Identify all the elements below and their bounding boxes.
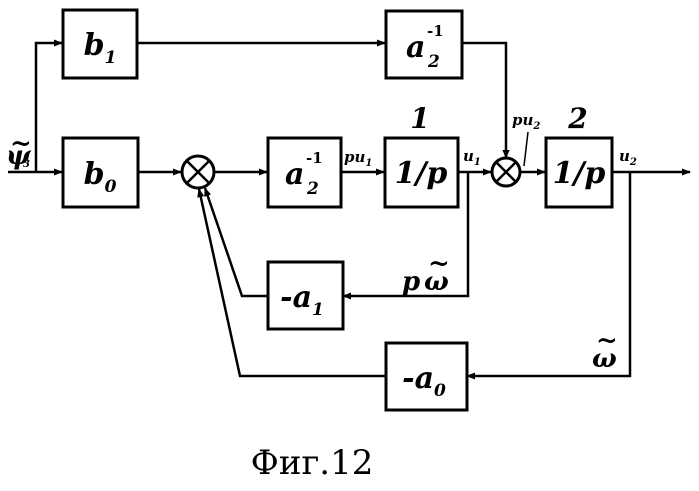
signal-omega: ~ ω — [592, 326, 618, 374]
wire-input-b1 — [36, 43, 62, 172]
signal-u1: u1 — [463, 147, 481, 168]
svg-text:ω: ω — [424, 267, 449, 297]
svg-text:a: a — [285, 157, 304, 192]
integrator-block-1: 1/p — [385, 138, 458, 207]
integrator-block-2: 1/p — [546, 138, 612, 207]
summing-junction-1 — [182, 156, 214, 188]
signal-pu2: pu2 — [512, 111, 540, 132]
block-neg-a0: -a0 — [386, 343, 467, 410]
pu2-pointer — [524, 132, 528, 166]
svg-text:2: 2 — [427, 52, 440, 72]
wires — [8, 43, 690, 376]
signal-p-omega: p ~ ω — [402, 249, 450, 297]
block-number-1: 1 — [410, 102, 429, 135]
wire-a1-sum1 — [205, 188, 268, 296]
svg-text:-1: -1 — [427, 22, 444, 40]
svg-text:3: 3 — [23, 159, 30, 170]
svg-text:1/p: 1/p — [553, 156, 606, 191]
signal-input-psi3: ~ ψ 3 — [6, 129, 32, 171]
signal-u2: u2 — [619, 147, 637, 168]
svg-text:p: p — [402, 267, 420, 297]
svg-text:a: a — [406, 30, 425, 65]
figure-caption: Фиг.12 — [251, 443, 374, 483]
block-a2-inverse-top: a -1 2 — [386, 11, 462, 78]
summing-junction-2 — [492, 158, 520, 186]
block-a2-inverse-mid: a -1 2 — [268, 138, 341, 207]
block-b0: b0 — [63, 138, 138, 207]
svg-text:1/p: 1/p — [395, 156, 448, 191]
signal-pu1: pu1 — [344, 148, 372, 169]
wire-a2top-sum2 — [462, 43, 506, 158]
block-neg-a1: -a1 — [268, 262, 343, 329]
block-number-2: 2 — [567, 102, 587, 135]
svg-text:-1: -1 — [306, 149, 323, 167]
svg-text:2: 2 — [306, 179, 319, 199]
svg-text:ω: ω — [592, 344, 617, 374]
block-b1: b1 — [63, 10, 137, 78]
